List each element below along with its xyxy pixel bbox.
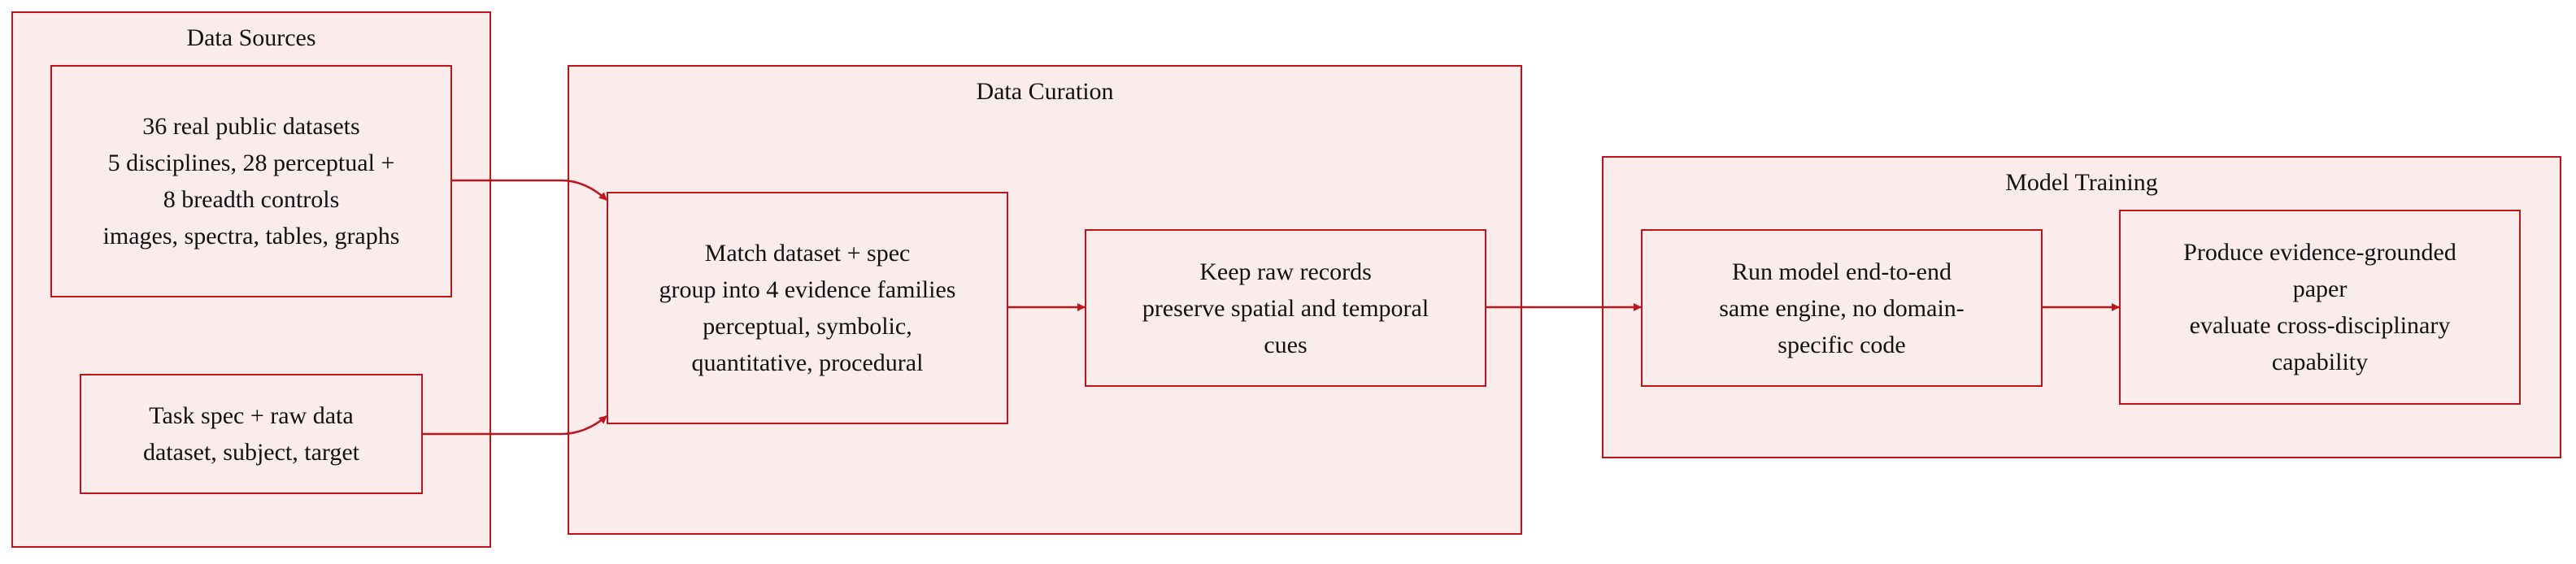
node-text: images, spectra, tables, graphs bbox=[102, 223, 400, 249]
node-text: same engine, no domain- bbox=[1719, 294, 1965, 322]
group-title-model-training: Model Training bbox=[2005, 169, 2158, 196]
node-text: evaluate cross-disciplinary bbox=[2189, 312, 2451, 339]
node-text: Task spec + raw data bbox=[149, 402, 354, 429]
node-text: quantitative, procedural bbox=[691, 349, 924, 376]
node-public-datasets: 36 real public datasets 5 disciplines, 2… bbox=[50, 65, 452, 297]
node-text: perceptual, symbolic, bbox=[703, 313, 912, 340]
node-task-spec: Task spec + raw data dataset, subject, t… bbox=[80, 374, 423, 494]
node-text: 8 breadth controls bbox=[163, 186, 340, 213]
node-text: paper bbox=[2292, 275, 2348, 302]
node-run-model: Run model end-to-end same engine, no dom… bbox=[1641, 229, 2043, 387]
node-text: preserve spatial and temporal bbox=[1142, 294, 1429, 322]
node-text: group into 4 evidence families bbox=[659, 276, 956, 303]
node-text: Run model end-to-end bbox=[1732, 258, 1952, 285]
node-text: dataset, subject, target bbox=[142, 439, 359, 466]
node-text: capability bbox=[2271, 349, 2369, 375]
edge-datasets-to-match bbox=[452, 179, 607, 201]
node-text: 5 disciplines, 28 perceptual + bbox=[107, 150, 395, 176]
node-match-dataset: Match dataset + spec group into 4 eviden… bbox=[607, 192, 1008, 424]
group-title-data-sources: Data Sources bbox=[186, 24, 316, 51]
node-produce-paper: Produce evidence-grounded paper evaluate… bbox=[2119, 210, 2521, 405]
node-keep-raw-records: Keep raw records preserve spatial and te… bbox=[1085, 229, 1486, 387]
node-text: Produce evidence-grounded bbox=[2183, 239, 2456, 266]
node-text: specific code bbox=[1778, 331, 1906, 358]
node-text: cues bbox=[1264, 331, 1308, 358]
edge-taskspec-to-match bbox=[423, 415, 607, 436]
node-text: Match dataset + spec bbox=[704, 240, 911, 267]
node-text: Keep raw records bbox=[1199, 258, 1372, 285]
node-text: 36 real public datasets bbox=[142, 113, 360, 140]
group-title-data-curation: Data Curation bbox=[976, 78, 1114, 105]
